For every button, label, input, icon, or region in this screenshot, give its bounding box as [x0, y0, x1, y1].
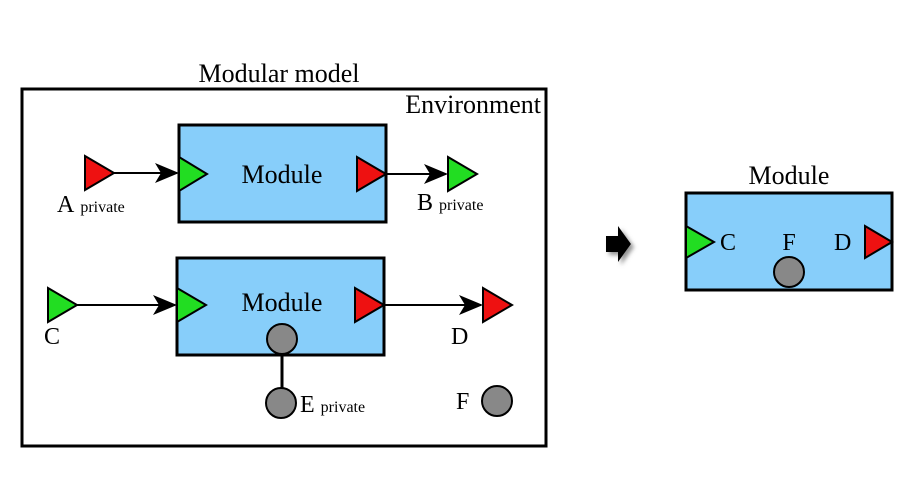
- f-port: [481, 385, 513, 417]
- d-port: [482, 286, 514, 324]
- modular-model-title: Modular model: [198, 59, 359, 88]
- a-private-port: [84, 154, 116, 192]
- right-module-input-port: [685, 224, 717, 260]
- right-port-f-label: F: [782, 230, 795, 256]
- module-top-label: Module: [242, 160, 323, 189]
- b-private-port: [447, 155, 479, 193]
- module-top-output-port: [356, 155, 388, 193]
- c-label: C: [44, 324, 60, 350]
- e-private-port: [265, 387, 297, 419]
- module-top-input-port: [178, 155, 209, 193]
- module-bottom-label: Module: [242, 288, 323, 317]
- right-port-d-label: D: [834, 230, 851, 256]
- d-label: D: [451, 324, 468, 350]
- module-top-box: [177, 123, 388, 224]
- transform-arrow-icon: [606, 226, 631, 262]
- right-port-c-label: C: [720, 230, 736, 256]
- c-port: [47, 286, 79, 324]
- f-label: F: [456, 389, 469, 415]
- module-bottom-output-port: [354, 286, 386, 324]
- module-bottom-shared-port: [266, 323, 298, 355]
- module-bottom-input-port: [176, 286, 208, 324]
- right-module-shared-port: [773, 256, 805, 288]
- right-module-output-port: [864, 224, 894, 260]
- right-module-title: Module: [749, 161, 830, 190]
- environment-label: Environment: [405, 90, 542, 119]
